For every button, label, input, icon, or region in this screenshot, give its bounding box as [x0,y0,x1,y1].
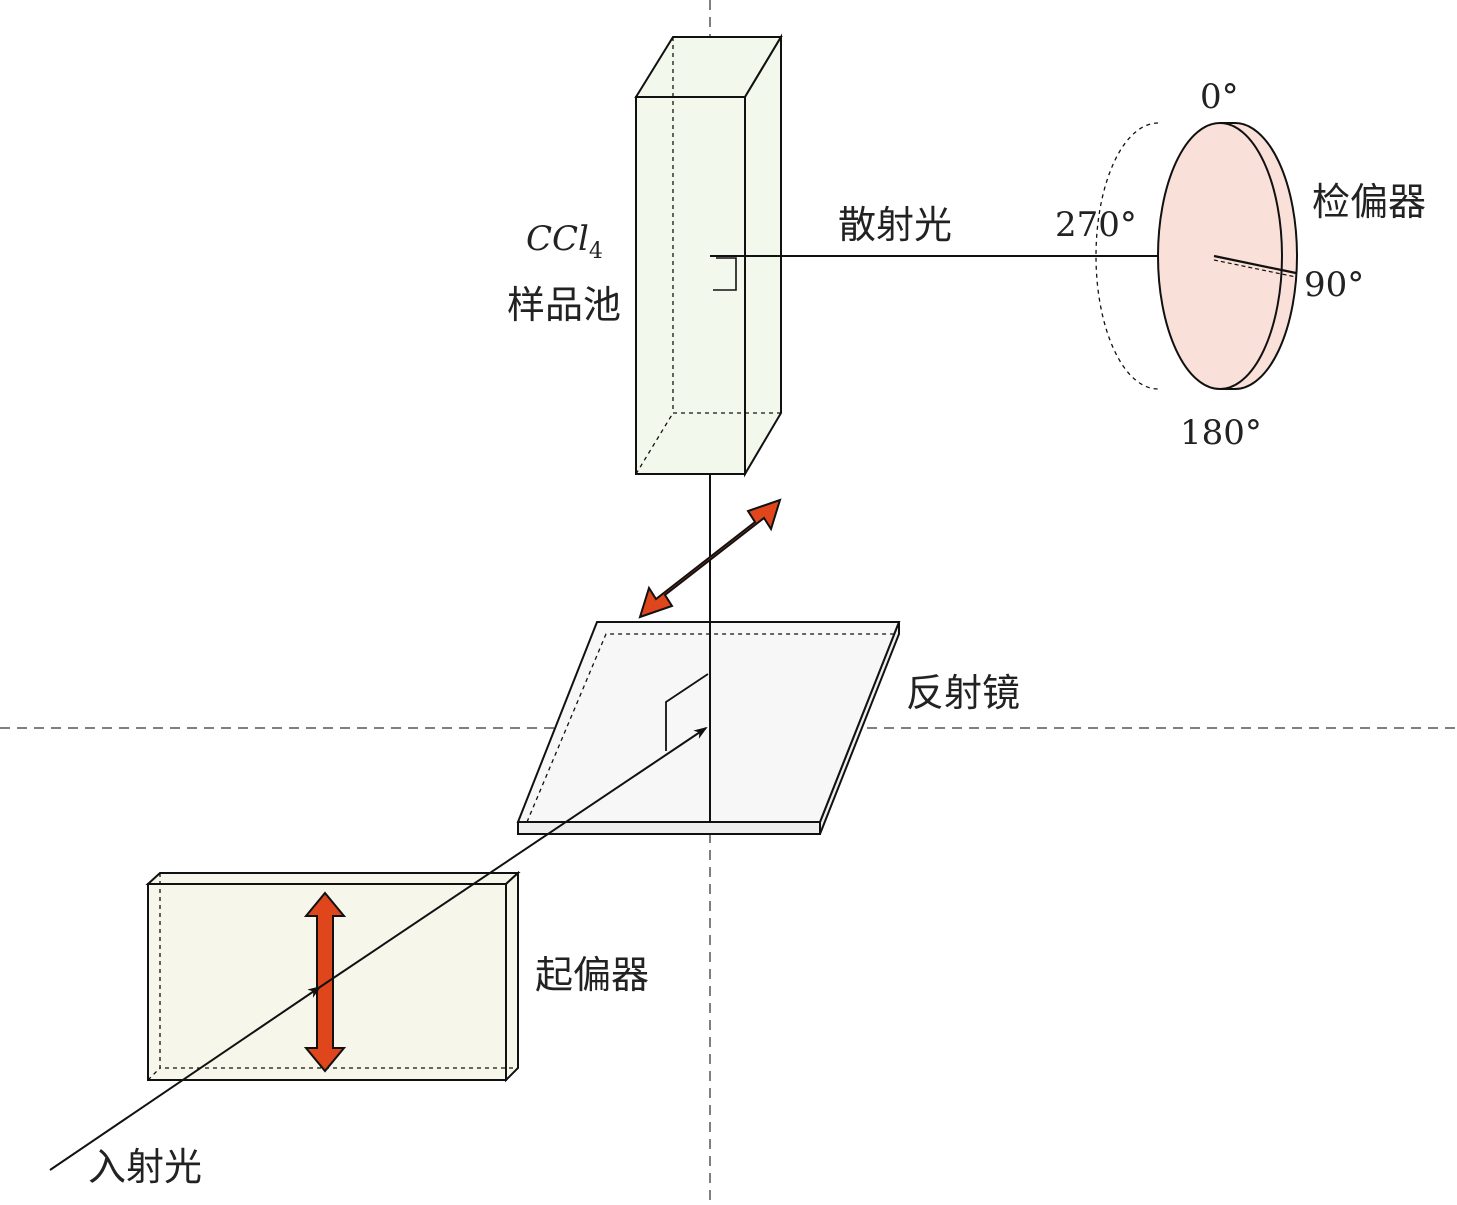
scattered-light-label: 散射光 [838,203,952,247]
angle-180-label: 180° [1180,413,1262,453]
mirror-label: 反射镜 [906,671,1020,715]
polarizer-label: 起偏器 [535,953,649,997]
sample-cell-formula: CCl4 [526,219,603,264]
analyzer-disk [1095,122,1298,390]
sample-cell-formula-main: CCl [526,219,589,259]
mirror-plate [516,621,901,835]
incident-light-label: 入射光 [88,1145,202,1189]
polarizer-vertical-polarization-arrow [303,891,347,1073]
analyzer-pointer [1213,254,1297,275]
incident-ray-to-mirror [319,726,708,988]
angle-90-label: 90° [1304,265,1364,305]
sample-cell-label: 样品池 [507,283,621,327]
angle-270-label: 270° [1055,205,1137,245]
incident-ray [49,985,322,1171]
sample-cell [634,33,783,478]
sample-cell-formula-subscript: 4 [589,239,603,264]
diagonal-polarization-arrow [638,498,782,619]
analyzer-label: 检偏器 [1312,180,1426,224]
angle-0-label: 0° [1200,77,1239,117]
